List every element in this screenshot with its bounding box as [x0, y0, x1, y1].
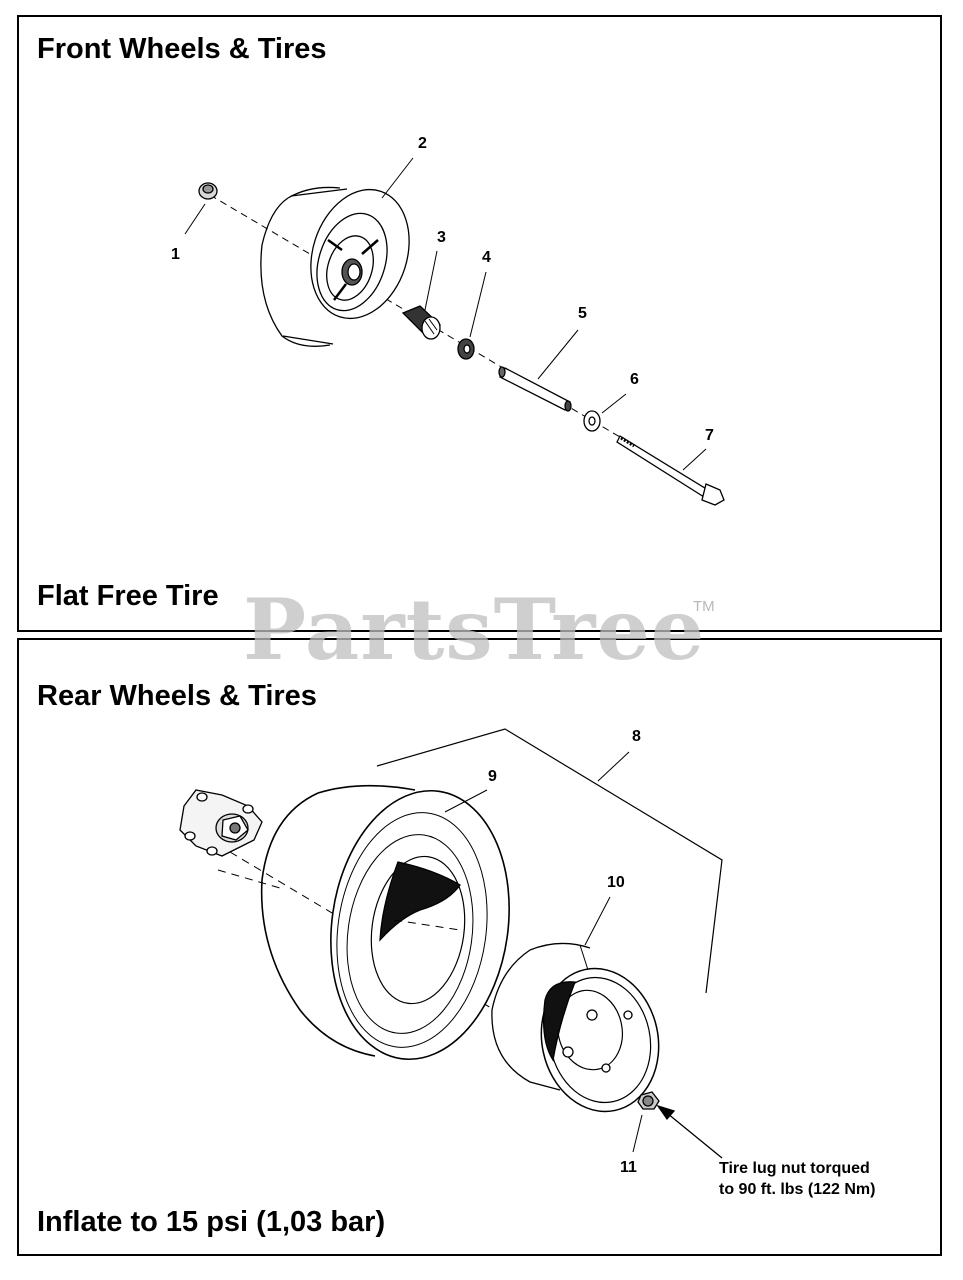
callout-5: 5 — [578, 305, 587, 322]
callout-10: 10 — [607, 874, 625, 891]
leader-7 — [682, 448, 707, 471]
part-5-spacer — [498, 366, 572, 412]
leader-6 — [601, 393, 627, 414]
rear-section-footer: Inflate to 15 psi (1,03 bar) — [37, 1206, 386, 1238]
front-section-subtitle: Flat Free Tire — [37, 580, 219, 612]
callout-4: 4 — [482, 249, 491, 266]
rear-axis-line-lower — [217, 869, 281, 889]
trademark-mark: TM — [693, 598, 715, 615]
rear-hub — [179, 789, 263, 857]
part-10-rim — [491, 942, 660, 1113]
torque-note-arrow — [656, 1104, 723, 1159]
callout-6: 6 — [630, 371, 639, 388]
rear-section-title: Rear Wheels & Tires — [37, 680, 317, 712]
part-11-lug-nut — [637, 1091, 660, 1110]
leader-4 — [469, 271, 487, 338]
callout-8: 8 — [632, 728, 641, 745]
leader-2 — [381, 157, 414, 199]
callout-3: 3 — [437, 229, 446, 246]
part-7-bolt — [616, 435, 725, 506]
leader-1 — [184, 203, 206, 235]
leader-3 — [424, 250, 438, 311]
part-2-front-tire — [260, 186, 410, 347]
front-wheels-panel — [17, 15, 942, 632]
leader-11 — [632, 1114, 643, 1153]
callout-11: 11 — [620, 1159, 637, 1176]
part-3-bushing — [401, 305, 442, 340]
front-section-title: Front Wheels & Tires — [37, 33, 327, 65]
leader-5 — [537, 329, 579, 380]
torque-note-line1: Tire lug nut torqued — [719, 1160, 870, 1177]
torque-note: Tire lug nut torqued to 90 ft. lbs (122 … — [719, 1158, 875, 1200]
leader-10 — [584, 896, 611, 946]
callout-1: 1 — [171, 246, 180, 263]
part-9-rear-tire — [260, 784, 510, 1061]
part-6-washer — [583, 410, 601, 432]
leader-8 — [597, 751, 630, 782]
bracket-8 — [376, 728, 723, 994]
part-4-washer — [457, 338, 475, 360]
callout-9: 9 — [488, 768, 497, 785]
leader-9 — [444, 789, 488, 813]
callout-7: 7 — [705, 427, 714, 444]
part-1-nut — [198, 182, 218, 200]
callout-2: 2 — [418, 135, 427, 152]
partstree-watermark: PartsTree — [243, 580, 706, 679]
torque-note-line2: to 90 ft. lbs (122 Nm) — [719, 1181, 876, 1198]
